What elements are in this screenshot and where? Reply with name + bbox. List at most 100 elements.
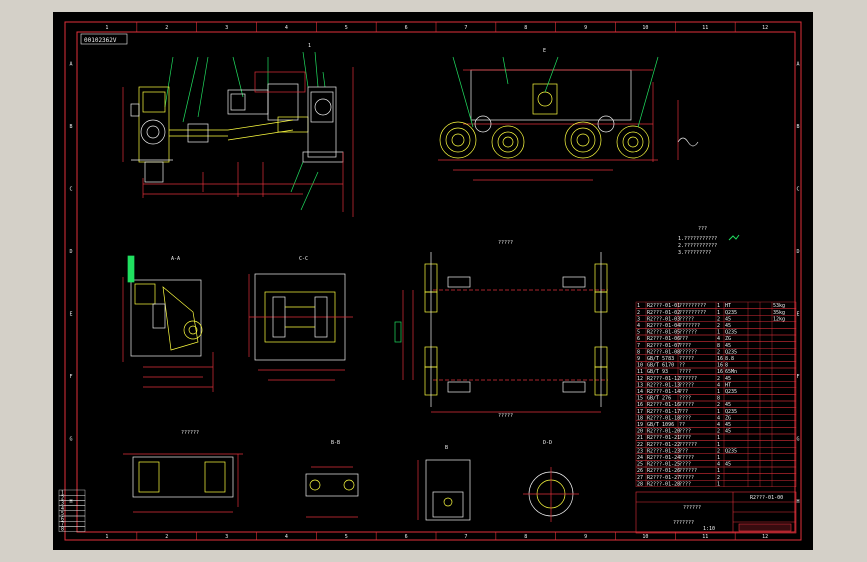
section-c-c[interactable]: C-C: [248, 256, 353, 381]
bom-cell: ?????: [679, 475, 694, 481]
bom-cell: ?????????: [679, 310, 706, 316]
view-label-e: E: [543, 48, 546, 54]
bom-cell: 27: [637, 475, 643, 481]
bom-cell: R2???-01-16: [647, 402, 680, 408]
bottom-view-1[interactable]: ??????: [123, 430, 243, 513]
bom-cell: 21: [637, 435, 643, 441]
bom-cell: R2???-01-17: [647, 409, 680, 415]
section-b-b[interactable]: B-B: [305, 440, 359, 518]
zone-number-bottom: 7: [464, 534, 467, 540]
zone-letter-left: C: [69, 186, 72, 192]
bom-cell: ?????: [679, 402, 694, 408]
bom-cell: 12kg: [773, 316, 785, 322]
plan-view[interactable]: ????? ?????: [394, 240, 608, 419]
main-elevation-view[interactable]: 1: [122, 43, 354, 217]
bom-cell: 45: [725, 323, 731, 329]
detail-plate[interactable]: B: [417, 445, 471, 521]
bom-cell: ????: [679, 415, 691, 421]
side-elevation-view[interactable]: E: [438, 48, 699, 181]
bom-cell: HT: [725, 382, 731, 388]
bom-cell: ?????: [679, 316, 694, 322]
bom-cell: R2???-01-06: [647, 336, 680, 342]
bom-cell: 4: [717, 382, 720, 388]
bom-cell: R2???-01-07: [647, 343, 680, 349]
bom-cell: 45: [725, 316, 731, 322]
bom-cell: 19: [637, 422, 643, 428]
bom-cell: 11: [637, 369, 643, 375]
title-block[interactable]: R2???-01-00 ?????? 1:10 ???????: [635, 491, 797, 534]
bom-cell: R2???-01-05: [647, 330, 680, 336]
zone-letter-left: H: [69, 499, 72, 505]
bom-cell: ???: [679, 409, 688, 415]
bom-cell: 13: [637, 382, 643, 388]
section-d-d[interactable]: D-D: [523, 440, 579, 522]
bom-cell: ????: [679, 396, 691, 402]
bom-cell: ?????: [679, 356, 694, 362]
zone-number-bottom: 12: [762, 534, 768, 540]
revision-cell: 3: [61, 501, 64, 507]
zone-letter-left: E: [69, 311, 72, 317]
tech-req-line-1: 1.???????????: [678, 236, 717, 242]
bom-cell: ??????: [679, 330, 697, 336]
section-a-a[interactable]: A-A: [122, 255, 214, 392]
bom-cell: 4: [717, 422, 720, 428]
revision-cell: 6: [61, 516, 64, 522]
bom-cell: 45: [725, 462, 731, 468]
bom-cell: R2???-01-21: [647, 435, 680, 441]
bom-cell: 23: [637, 448, 643, 454]
bom-cell: ????: [679, 343, 691, 349]
bom-cell: ????: [679, 429, 691, 435]
zone-letter-right: G: [796, 436, 799, 442]
bom-cell: R2???-01-04: [647, 323, 680, 329]
bom-cell: 5: [637, 330, 640, 336]
bom-cell: 1: [717, 468, 720, 474]
bom-cell: Q235: [725, 389, 737, 395]
bom-cell: R2???-01-27: [647, 475, 680, 481]
zone-number-bottom: 10: [642, 534, 648, 540]
bom-cell: 2: [717, 376, 720, 382]
bom-cell: 1: [717, 442, 720, 448]
zone-number-top: 10: [642, 25, 648, 31]
bom-cell: R2???-01-25: [647, 462, 680, 468]
bom-cell: 1: [717, 435, 720, 441]
bom-cell: 18: [637, 415, 643, 421]
revision-cell: 8: [61, 527, 64, 533]
view-label-a: A-A: [171, 256, 180, 262]
bom-cell: GB/T 1096: [647, 422, 674, 428]
revision-cell: 7: [61, 522, 64, 528]
svg-text:??????: ??????: [181, 430, 199, 436]
bom-cell: 8: [717, 396, 720, 402]
zone-number-top: 11: [702, 25, 708, 31]
